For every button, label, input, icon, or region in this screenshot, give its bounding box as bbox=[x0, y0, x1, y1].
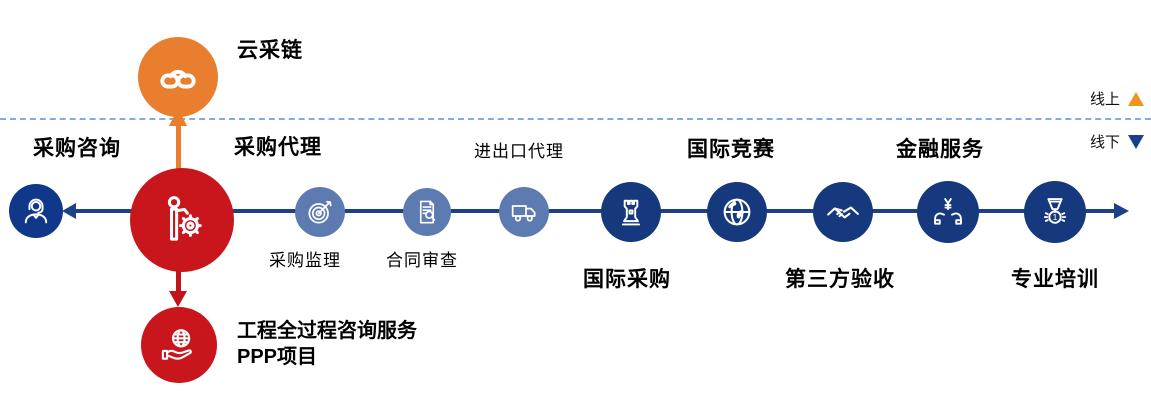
headset-agent-icon bbox=[24, 198, 48, 224]
truck-icon bbox=[511, 205, 536, 222]
arrow-to-epc-head-icon bbox=[169, 291, 187, 307]
label-third-party-acceptance: 第三方验收 bbox=[785, 268, 895, 291]
label-contract-review: 合同审查 bbox=[386, 251, 458, 270]
epc-ppp-node bbox=[141, 307, 217, 383]
chess-rook-icon bbox=[621, 199, 641, 226]
contract-review-node bbox=[403, 188, 451, 236]
document-magnifier-icon bbox=[419, 200, 436, 224]
arrow-to-cloud-shaft bbox=[176, 125, 181, 170]
offline-down-triangle-icon bbox=[1128, 134, 1145, 149]
professional-training-node: 1 bbox=[1024, 181, 1086, 243]
label-procurement-consulting: 采购咨询 bbox=[33, 137, 121, 160]
svg-text:1: 1 bbox=[1053, 212, 1058, 222]
label-epc-ppp: 工程全过程咨询服务 PPP项目 bbox=[237, 318, 417, 370]
label-international-competition: 国际竞赛 bbox=[687, 138, 775, 161]
cloud-chain-icon bbox=[160, 69, 196, 89]
label-professional-training: 专业培训 bbox=[1011, 268, 1099, 291]
hand-globe-icon bbox=[161, 329, 192, 360]
label-import-export-agency: 进出口代理 bbox=[474, 142, 564, 161]
legend-offline: 线下 bbox=[1090, 131, 1145, 152]
legend-online-label: 线上 bbox=[1090, 91, 1121, 108]
import-export-agency-node bbox=[499, 187, 549, 237]
label-financial-services: 金融服务 bbox=[896, 138, 984, 161]
procurement-consulting-node bbox=[9, 184, 63, 238]
hands-yuan-icon bbox=[934, 198, 962, 225]
globe-icon bbox=[723, 198, 751, 226]
legend-offline-label: 线下 bbox=[1090, 134, 1121, 151]
handshake-icon bbox=[827, 206, 859, 219]
third-party-acceptance-node bbox=[813, 182, 873, 242]
international-competition-node bbox=[707, 182, 767, 242]
procurement-agency-hub-node bbox=[130, 168, 234, 272]
label-cloud-chain: 云采链 bbox=[237, 39, 303, 62]
medal-icon: 1 bbox=[1043, 198, 1067, 224]
person-gear-icon bbox=[167, 196, 202, 241]
online-up-triangle-icon bbox=[1128, 91, 1145, 106]
right-arrowhead-icon bbox=[1114, 203, 1129, 219]
label-epc-line1: 工程全过程咨询服务 bbox=[237, 320, 417, 342]
legend-online: 线上 bbox=[1090, 88, 1145, 109]
online-offline-divider bbox=[0, 118, 1151, 120]
main-flow-line bbox=[74, 209, 1116, 213]
label-procurement-agency: 采购代理 bbox=[234, 136, 322, 159]
procurement-supervision-node bbox=[295, 187, 345, 237]
international-procurement-node bbox=[601, 182, 661, 242]
financial-services-node bbox=[917, 181, 979, 243]
label-epc-line2: PPP项目 bbox=[237, 346, 318, 368]
left-arrowhead-icon bbox=[62, 203, 76, 219]
target-dart-icon bbox=[308, 200, 332, 224]
label-international-procurement: 国际采购 bbox=[583, 268, 671, 291]
arrow-to-epc-shaft bbox=[176, 266, 181, 292]
cloud-chain-node bbox=[138, 37, 218, 117]
label-procurement-supervision: 采购监理 bbox=[269, 251, 341, 270]
